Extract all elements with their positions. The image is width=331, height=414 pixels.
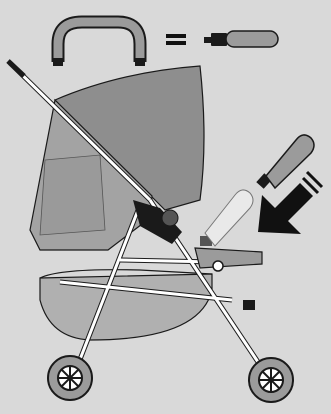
- rear-wheel: [48, 356, 92, 400]
- bumper-bar-arm-icon: [204, 31, 278, 47]
- equals-icon: [166, 34, 186, 45]
- bumper-arm-ghost: [200, 190, 253, 246]
- bumper-bar-icon: [53, 22, 145, 66]
- front-wheel: [249, 358, 293, 402]
- stroller-illustration: [8, 61, 293, 402]
